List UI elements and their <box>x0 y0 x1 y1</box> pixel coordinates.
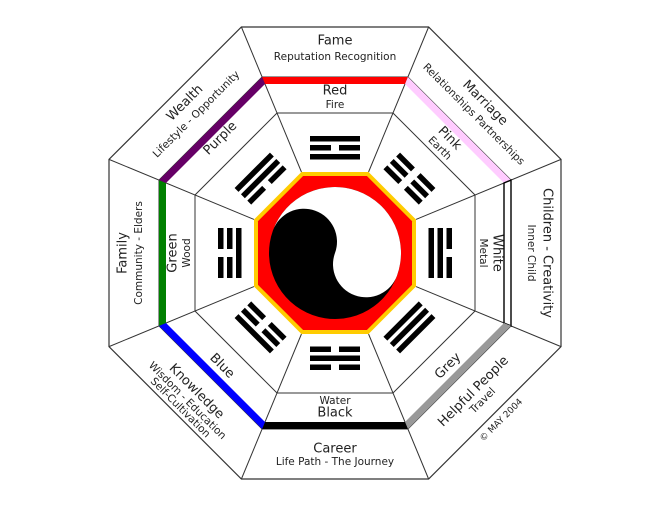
yin-line <box>403 185 423 205</box>
yin-line <box>339 145 360 151</box>
yin-line <box>218 228 224 249</box>
color-band-fame <box>262 77 408 84</box>
yang-line <box>437 228 443 278</box>
area-title-family: Family <box>116 232 131 274</box>
color-band-wealth <box>159 77 265 183</box>
color-name-fame: Red <box>323 84 348 99</box>
color-band-helpful-people <box>405 323 511 429</box>
band-knowledge <box>159 323 265 429</box>
band-family <box>159 180 166 326</box>
band-fame <box>262 77 408 84</box>
sector-divider <box>415 286 562 348</box>
trigram-fame <box>310 136 360 160</box>
trigram-career <box>310 346 360 370</box>
trigram-marriage <box>383 152 436 205</box>
sector-divider <box>108 158 255 220</box>
color-band-knowledge <box>159 323 265 429</box>
yin-line <box>267 165 287 185</box>
element-fame: Fire <box>326 99 345 111</box>
yin-line <box>339 364 360 370</box>
area-subtitle-career: Life Path - The Journey <box>276 456 394 468</box>
band-helpful-people <box>405 323 511 429</box>
sector-divider <box>240 26 302 173</box>
color-name-family: Green <box>166 233 181 272</box>
yin-line <box>227 228 233 249</box>
yin-line <box>446 228 452 249</box>
yin-line <box>396 152 415 172</box>
area-title-fame: Fame <box>318 34 353 49</box>
yang-line <box>428 228 434 278</box>
yin-line <box>383 165 403 185</box>
area-title-children: Children - Creativity <box>540 188 555 318</box>
yin-dot <box>296 234 311 249</box>
sector-divider <box>368 333 430 480</box>
trigrams <box>218 136 452 370</box>
yang-line <box>234 152 274 192</box>
yin-line <box>416 173 436 192</box>
sector-divider <box>368 26 430 173</box>
trigram-children <box>428 228 452 278</box>
yang-line <box>310 136 360 142</box>
color-name-children: White <box>490 234 505 272</box>
yin-line <box>218 257 224 278</box>
color-band-marriage <box>405 77 511 183</box>
color-band-family <box>159 180 166 326</box>
trigram-wealth <box>234 152 287 205</box>
yang-line <box>383 301 423 341</box>
yang-line <box>310 355 360 361</box>
sector-divider <box>240 333 302 480</box>
trigram-helpful-people <box>383 301 436 354</box>
band-marriage <box>405 77 511 183</box>
yang-line <box>236 228 242 278</box>
yin-line <box>410 179 430 199</box>
yin-line <box>310 145 331 151</box>
color-bands <box>159 77 512 429</box>
area-subtitle-fame: Reputation Recognition <box>274 51 396 63</box>
sector-divider <box>108 286 255 348</box>
band-wealth <box>159 77 265 183</box>
yin-line <box>247 185 267 205</box>
sector-divider <box>415 158 562 220</box>
yang-line <box>310 154 360 160</box>
trigram-knowledge <box>234 301 287 354</box>
element-family: Wood <box>181 238 193 267</box>
yang-line <box>389 307 430 348</box>
yang-dot <box>359 257 374 272</box>
area-subtitle-children: Inner Child <box>525 224 537 281</box>
yang-line <box>240 158 281 199</box>
yin-line <box>310 346 331 352</box>
yin-line <box>240 307 260 327</box>
element-children: Metal <box>477 239 489 268</box>
band-career <box>262 422 408 429</box>
yin-line <box>389 158 409 178</box>
yin-yang-center <box>254 172 416 334</box>
yin-line <box>339 346 360 352</box>
area-title-career: Career <box>313 442 357 457</box>
color-band-career <box>262 422 408 429</box>
element-career: Water <box>319 395 351 407</box>
color-name-career: Black <box>317 406 353 421</box>
yin-line <box>261 328 281 348</box>
yin-line <box>310 364 331 370</box>
yin-yang-symbol <box>269 187 401 319</box>
yin-line <box>247 301 267 321</box>
yang-line <box>396 314 436 354</box>
yin-line <box>267 321 287 341</box>
yin-line <box>446 257 452 278</box>
yin-line <box>227 257 233 278</box>
area-subtitle-family: Community - Elders <box>133 201 145 305</box>
yang-line <box>234 314 274 354</box>
trigram-family <box>218 228 242 278</box>
